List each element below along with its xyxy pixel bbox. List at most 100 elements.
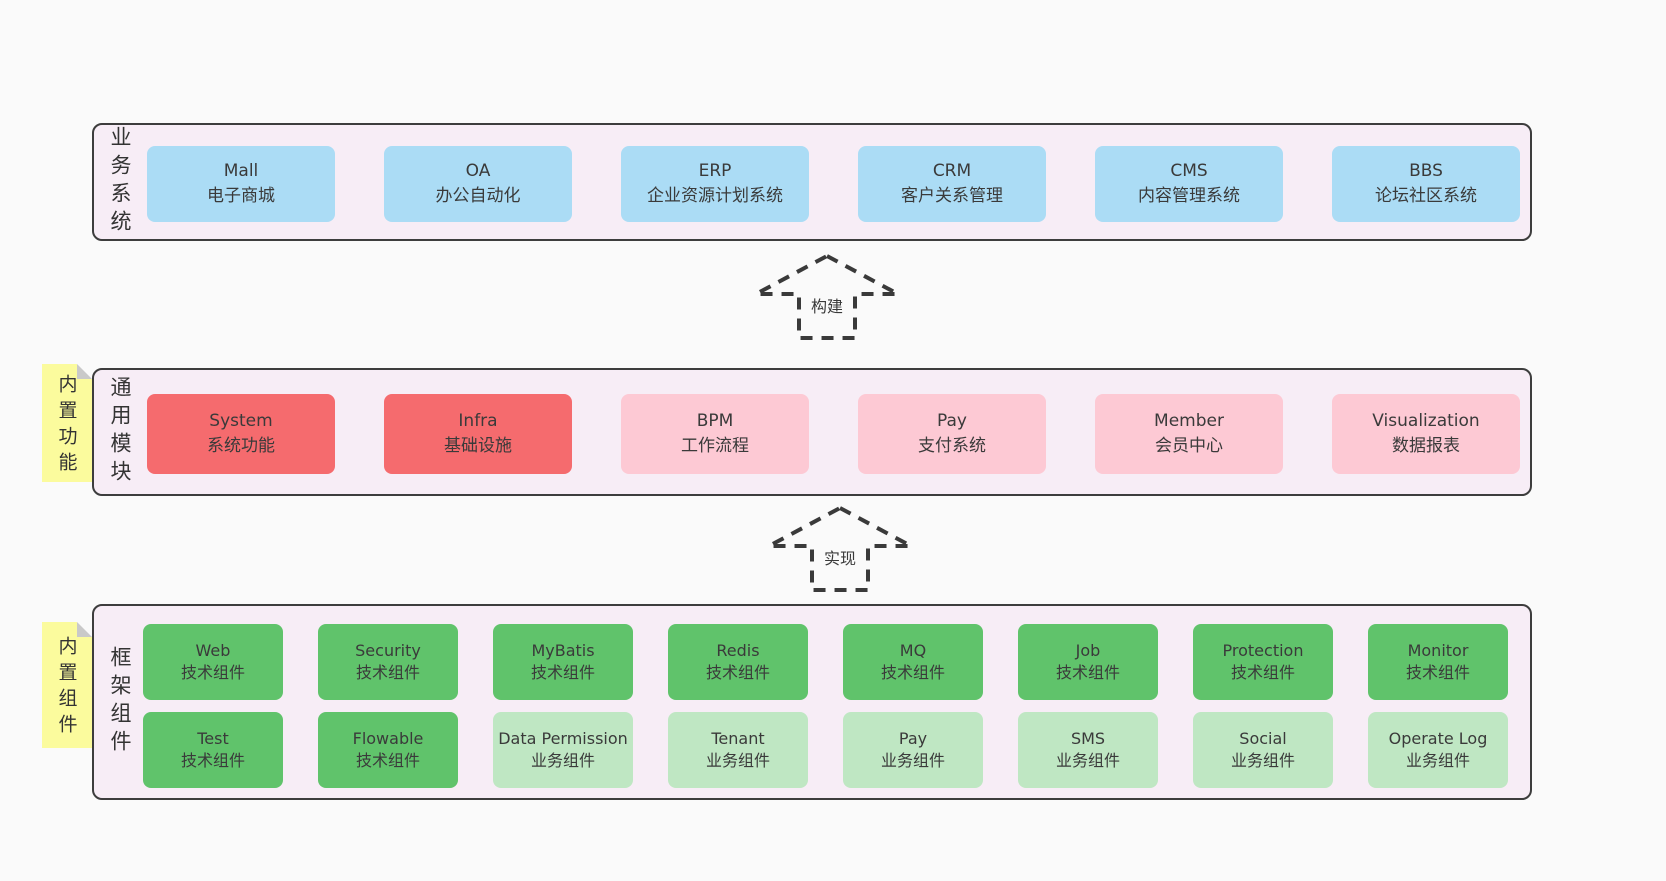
components-box-row-1: Web 技术组件 Security 技术组件 MyBatis 技术组件 Redi… [143,624,1508,700]
box-en-label: BPM [696,410,734,431]
box-bbs: BBS 论坛社区系统 [1332,146,1520,222]
layer-label-components: 框架组件 [108,646,132,758]
box-cn-label: 技术组件 [180,751,245,770]
box-cn-label: 技术组件 [355,751,420,770]
box-en-label: CRM [932,160,972,181]
layer-label-modules: 通用模块 [108,376,132,488]
box-en-label: Monitor [1407,640,1469,660]
box-en-label: ERP [698,160,732,181]
box-erp: ERP 企业资源计划系统 [621,146,809,222]
box-cn-label: 支付系统 [918,436,986,456]
box-job: Job 技术组件 [1018,624,1158,700]
implement-arrow-label: 实现 [819,544,861,570]
common-modules-layer: 通用模块 System 系统功能 Infra 基础设施 BPM 工作流程 Pay… [92,368,1532,496]
box-en-label: Test [197,728,229,748]
box-en-label: CMS [1170,160,1208,181]
box-en-label: Job [1075,640,1101,660]
box-monitor: Monitor 技术组件 [1368,624,1508,700]
implement-arrow: 实现 [765,504,915,594]
box-social: Social 业务组件 [1193,712,1333,788]
box-en-label: OA [465,160,491,181]
box-cn-label: 工作流程 [681,436,749,456]
box-web: Web 技术组件 [143,624,283,700]
framework-components-layer: 框架组件 Web 技术组件 Security 技术组件 MyBatis 技术组件… [92,604,1532,800]
box-en-label: MyBatis [531,640,595,660]
box-en-label: Mall [223,160,259,181]
box-cn-label: 论坛社区系统 [1375,186,1477,206]
box-sms: SMS 业务组件 [1018,712,1158,788]
box-en-label: Data Permission [498,728,628,748]
box-cn-label: 业务组件 [880,751,945,770]
box-en-label: Visualization [1372,410,1480,431]
box-mq: MQ 技术组件 [843,624,983,700]
box-infra: Infra 基础设施 [384,394,572,474]
box-cn-label: 技术组件 [1405,663,1470,682]
box-mall: Mall 电子商城 [147,146,335,222]
box-en-label: Social [1239,728,1287,748]
box-en-label: MQ [899,640,927,660]
box-system: System 系统功能 [147,394,335,474]
box-en-label: Security [355,640,421,660]
business-box-row: Mall 电子商城 OA 办公自动化 ERP 企业资源计划系统 CRM 客户关系… [147,146,1520,222]
box-cn-label: 业务组件 [1055,751,1120,770]
box-cn-label: 业务组件 [530,751,595,770]
sticky-note-builtin-features: 内置功能 [42,364,92,482]
box-cn-label: 技术组件 [1230,663,1295,682]
box-cn-label: 业务组件 [1230,751,1295,770]
sticky-note-text: 内置组件 [55,636,78,740]
box-bpm: BPM 工作流程 [621,394,809,474]
box-en-label: Member [1154,410,1224,431]
box-cn-label: 技术组件 [180,663,245,682]
up-arrow-icon [768,505,912,592]
box-cn-label: 业务组件 [705,751,770,770]
box-cn-label: 业务组件 [1405,751,1470,770]
box-flowable: Flowable 技术组件 [318,712,458,788]
box-mybatis: MyBatis 技术组件 [493,624,633,700]
box-en-label: Tenant [711,728,765,748]
box-cn-label: 会员中心 [1155,436,1223,456]
box-en-label: SMS [1070,728,1106,748]
box-cn-label: 电子商城 [207,186,275,206]
box-protection: Protection 技术组件 [1193,624,1333,700]
box-en-label: System [209,410,273,431]
layer-label-business: 业务系统 [108,126,132,238]
box-data-permission: Data Permission 业务组件 [493,712,633,788]
box-cn-label: 内容管理系统 [1138,186,1240,206]
box-cn-label: 办公自动化 [435,186,521,206]
box-cms: CMS 内容管理系统 [1095,146,1283,222]
box-en-label: Web [195,640,231,660]
box-pay: Pay 支付系统 [858,394,1046,474]
box-operate-log: Operate Log 业务组件 [1368,712,1508,788]
build-arrow: 构建 [752,252,902,342]
box-crm: CRM 客户关系管理 [858,146,1046,222]
box-en-label: Flowable [352,728,424,748]
box-cn-label: 技术组件 [880,663,945,682]
box-cn-label: 数据报表 [1392,436,1460,456]
box-test: Test 技术组件 [143,712,283,788]
box-security: Security 技术组件 [318,624,458,700]
components-box-row-2: Test 技术组件 Flowable 技术组件 Data Permission … [143,712,1508,788]
box-visualization: Visualization 数据报表 [1332,394,1520,474]
box-en-label: Infra [458,410,498,431]
modules-box-row: System 系统功能 Infra 基础设施 BPM 工作流程 Pay 支付系统… [147,394,1520,474]
box-en-label: Operate Log [1388,728,1488,748]
box-cn-label: 技术组件 [1055,663,1120,682]
box-cn-label: 技术组件 [355,663,420,682]
box-en-label: BBS [1409,160,1443,181]
box-redis: Redis 技术组件 [668,624,808,700]
sticky-note-text: 内置功能 [55,374,78,478]
box-cn-label: 系统功能 [207,436,275,456]
box-cn-label: 客户关系管理 [901,186,1003,206]
box-pay-biz: Pay 业务组件 [843,712,983,788]
box-cn-label: 基础设施 [444,436,512,456]
box-oa: OA 办公自动化 [384,146,572,222]
box-en-label: Redis [716,640,760,660]
box-en-label: Protection [1222,640,1304,660]
build-arrow-label: 构建 [806,292,848,318]
box-en-label: Pay [898,728,928,748]
up-arrow-icon [755,253,899,340]
box-tenant: Tenant 业务组件 [668,712,808,788]
sticky-note-builtin-components: 内置组件 [42,622,92,748]
box-cn-label: 企业资源计划系统 [647,186,783,206]
box-cn-label: 技术组件 [530,663,595,682]
